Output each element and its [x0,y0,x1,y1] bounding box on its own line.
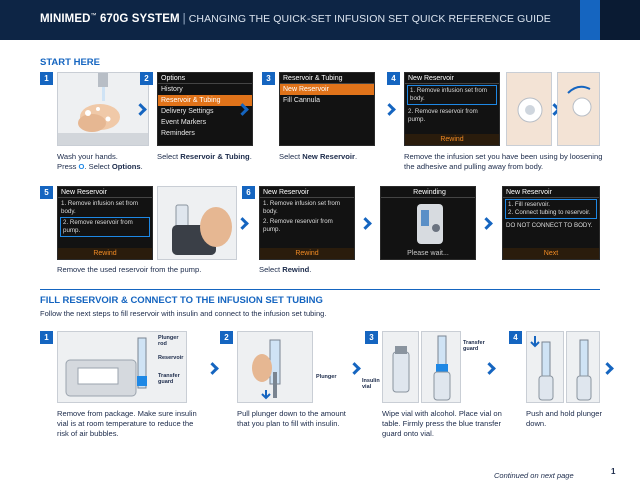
rewind-button[interactable]: Rewind [58,248,152,259]
rewinding-screen: Rewinding Please wait... [380,186,476,260]
step-2-caption: Select Reservoir & Tubing. [157,152,252,161]
pull-plunger-photo [237,331,313,403]
step-arrow-icon [236,217,249,230]
insulin-vial-label: Insulin vial [362,378,380,390]
push-plunger-photo-a [526,331,564,403]
step-3-number: 3 [262,72,275,85]
header-accent-block [580,0,600,40]
fill-step-2-number: 2 [220,331,233,344]
wipe-vial-photo [382,331,419,403]
fill-step-3-number: 3 [365,331,378,344]
reservoir-package-photo [57,331,187,403]
step-6-number: 6 [242,186,255,199]
new-reservoir-screen-a: New Reservoir 1. Remove infusion set fro… [404,72,500,146]
step-4-number: 4 [387,72,400,85]
step-3-caption: Select New Reservoir. [279,152,358,161]
menu-item-event-markers[interactable]: Event Markers [161,119,207,126]
step-arrow-icon [206,362,219,375]
rewind-button[interactable]: Rewind [260,248,354,259]
new-reservoir-screen-d: New Reservoir 1. Fill reservoir. 2. Conn… [502,186,600,260]
start-here-title: START HERE [40,57,100,68]
rewind-button[interactable]: Rewind [405,134,499,145]
next-button[interactable]: Next [503,248,599,259]
plunger-rod-label: Plunger rod [158,335,179,347]
fill-step-1-number: 1 [40,331,53,344]
new-reservoir-screen-b: New Reservoir 1. Remove infusion set fro… [57,186,153,260]
transfer-guard-label: Transfer guard [158,373,180,385]
step-arrow-icon [359,217,372,230]
header-dark-block [600,0,640,40]
page-title: MINIMED™ 670G SYSTEM|CHANGING THE QUICK-… [40,13,551,25]
menu-item-delivery-settings[interactable]: Delivery Settings [161,108,214,115]
menu-item-new-reservoir[interactable]: New Reservoir [280,84,374,95]
transfer-guard-label-2: Transfer guard [463,340,485,352]
reservoir-label: Reservoir [158,355,184,361]
options-menu-screen: Options History Reservoir & Tubing Deliv… [157,72,253,146]
plunger-label: Plunger [316,374,337,380]
step-4-caption: Remove the infusion set you have been us… [404,152,603,171]
pump-device-icon [417,204,443,244]
infusion-set-on-body-photo [506,72,552,146]
section-divider [40,289,600,290]
remove-reservoir-photo [157,186,237,260]
pump-button-icon: O [78,162,85,171]
hand-washing-photo [57,72,149,146]
press-transfer-guard-photo [421,331,461,403]
fill-step-4-number: 4 [509,331,522,344]
continued-note: Continued on next page [494,471,574,480]
removing-infusion-set-photo [557,72,600,146]
step-arrow-icon [601,362,614,375]
menu-item-fill-cannula[interactable]: Fill Cannula [283,97,320,104]
step-1-number: 1 [40,72,53,85]
fill-reservoir-title: FILL RESERVOIR & CONNECT TO THE INFUSION… [40,295,323,306]
fill-step-1-caption: Remove from package. Make sure insulin v… [57,409,197,438]
menu-item-reservoir-tubing[interactable]: Reservoir & Tubing [158,95,252,106]
push-plunger-photo-b [566,331,600,403]
step-6-caption: Select Rewind. [259,265,312,274]
step-5-caption: Remove the used reservoir from the pump. [57,265,202,274]
step-arrow-icon [480,217,493,230]
step-arrow-icon [348,362,361,375]
reservoir-tubing-screen: Reservoir & Tubing New Reservoir Fill Ca… [279,72,375,146]
step-arrow-icon [383,103,396,116]
fill-step-4-caption: Push and hold plunger down. [526,409,602,428]
menu-item-reminders[interactable]: Reminders [161,130,195,137]
menu-item-history[interactable]: History [161,86,183,93]
step-2-number: 2 [140,72,153,85]
step-1-caption: Wash your hands. Press O. Select Options… [57,152,143,171]
page-number: 1 [611,467,616,476]
fill-step-2-caption: Pull plunger down to the amount that you… [237,409,346,428]
fill-step-3-caption: Wipe vial with alcohol. Place vial on ta… [382,409,502,438]
step-arrow-icon [483,362,496,375]
fill-reservoir-subtitle: Follow the next steps to fill reservoir … [40,309,327,318]
new-reservoir-screen-c: New Reservoir 1. Remove infusion set fro… [259,186,355,260]
step-5-number: 5 [40,186,53,199]
page-header: MINIMED™ 670G SYSTEM|CHANGING THE QUICK-… [0,0,640,40]
